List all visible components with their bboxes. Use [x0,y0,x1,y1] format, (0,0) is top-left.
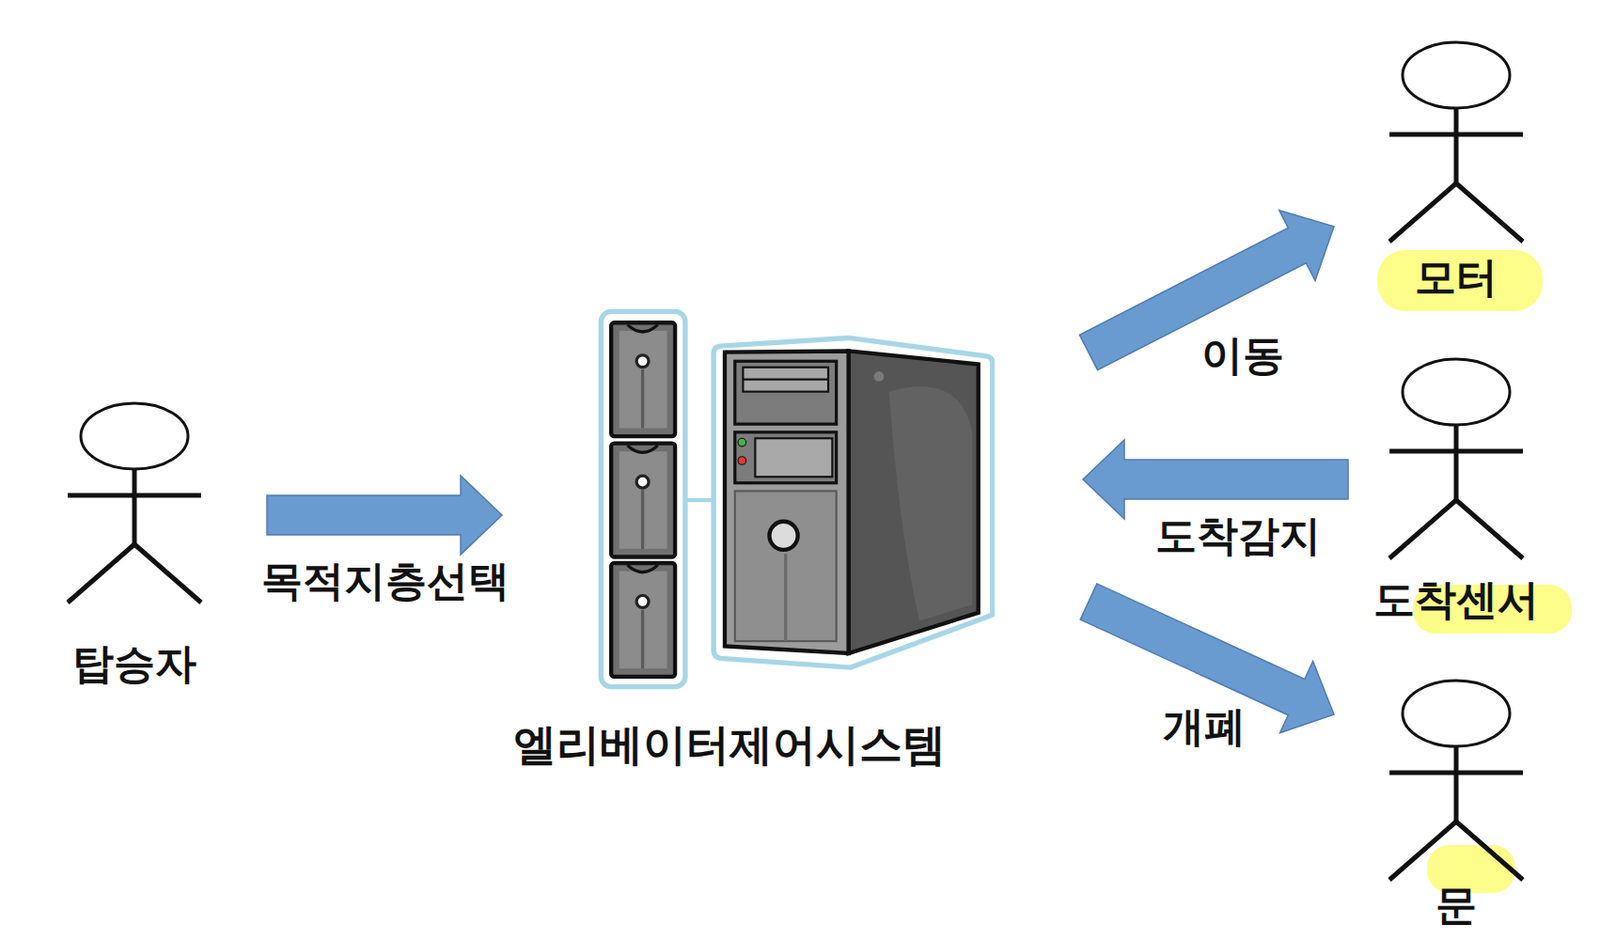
block-arrow [266,475,502,555]
actor-limb [1389,770,1523,776]
actor-limb [1389,132,1523,138]
actor-limb [1389,500,1457,559]
actor-limb [67,544,135,603]
actor-head [1402,42,1510,109]
actor-figure [1385,678,1527,882]
actor-limb [132,469,138,545]
edge-label: 이동 [1201,333,1285,377]
actor-node: 문 [1385,678,1527,927]
node-label: 문 [1385,883,1527,927]
actor-limb [1456,183,1523,242]
rack-unit [611,443,675,558]
actor-figure [1385,357,1527,561]
actor-limb [1389,821,1457,880]
actor-limb [1454,424,1459,501]
block-arrow [1082,439,1349,519]
power-button [768,521,798,550]
actor-node: 모터 [1385,40,1527,299]
server-illustration [596,306,995,692]
actor-node: 도착센서 [1367,357,1545,622]
actor-figure [1385,40,1527,244]
actor-figure [63,401,205,605]
actor-head [1402,359,1510,425]
actor-limb [67,493,202,499]
actor-limb [1389,449,1523,455]
node-label: 도착센서 [1367,578,1545,622]
actor-node: 탑승자 [63,401,205,686]
actor-limb [134,544,202,603]
actor-head [1402,680,1510,747]
actor-head [80,403,189,470]
edge-label: 도착감지 [1155,514,1321,558]
actor-limb [1456,821,1523,880]
system-node: 엘리베이터제어시스템 [507,306,995,771]
edge-label: 목적지층선택 [261,559,510,603]
actor-limb [1454,108,1459,184]
node-label: 탑승자 [63,642,205,686]
actor-limb [1456,500,1523,559]
actor-limb [1454,746,1459,822]
edge-label: 개폐 [1162,705,1246,749]
highlight [1377,250,1543,312]
rack-unit [611,322,675,437]
rack-unit [611,563,675,677]
node-label: 모터 [1385,255,1527,299]
node-label: 엘리베이터제어시스템 [513,721,946,768]
actor-limb [1389,183,1457,242]
tower-front [724,350,849,654]
tower-side [848,350,979,654]
